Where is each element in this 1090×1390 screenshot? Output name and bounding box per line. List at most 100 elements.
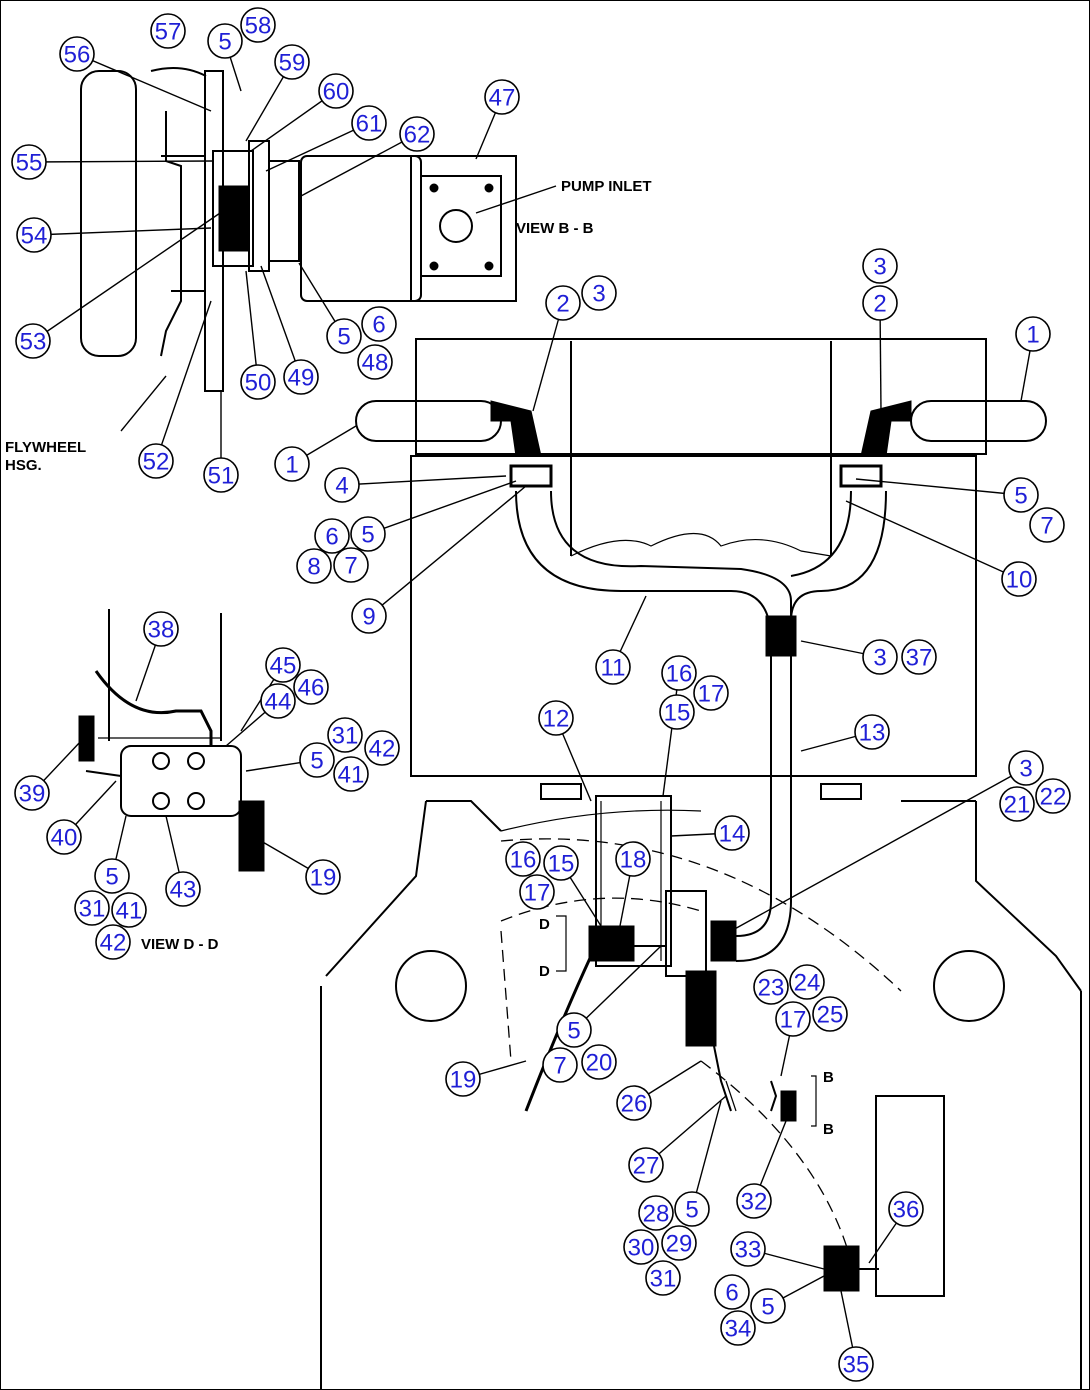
callout-circle [484,79,520,115]
leader-line [879,302,882,412]
leader-line [845,500,1020,580]
side-bracket [823,1095,945,1297]
callout-number: 36 [893,1197,920,1224]
callout-circle [94,858,130,894]
callout-number: 62 [404,122,431,149]
callout-number: 13 [859,720,886,747]
callout-circle [538,700,574,736]
leader-line [28,160,214,163]
callout-15: 15 [543,845,579,881]
breather-tubes [355,400,1047,488]
callout-circle [661,655,697,691]
callout-25: 25 [812,996,848,1032]
callout-14: 14 [714,815,750,851]
callout-number: 60 [323,79,350,106]
callout-number: 47 [489,85,516,112]
callout-4: 4 [324,467,360,503]
callout-41: 41 [111,892,147,928]
callout-number: 49 [288,365,315,392]
pump-coupling [150,66,300,272]
callout-number: 39 [19,781,46,808]
callout-circle [862,248,898,284]
callout-circle [862,285,898,321]
callout-number: 42 [100,930,127,957]
callout-number: 56 [64,42,91,69]
callout-number: 5 [685,1197,698,1224]
callout-circle [364,730,400,766]
section-d-label-top: D [539,916,550,933]
callout-33: 33 [730,1231,766,1267]
callout-53: 53 [15,323,51,359]
callout-60: 60 [318,73,354,109]
callout-5: 5 [207,23,243,59]
leader-line [76,53,212,112]
hydraulic-pump [300,155,557,302]
callout-40: 40 [46,819,82,855]
leader-line [32,210,224,342]
callout-7: 7 [542,1047,578,1083]
callout-5: 5 [94,858,130,894]
callout-circle [789,964,825,1000]
callout-number: 35 [843,1352,870,1379]
callout-circle [838,1346,874,1382]
callout-number: 9 [362,604,375,631]
callout-30: 30 [623,1229,659,1265]
callout-number: 31 [79,896,106,923]
callout-circle [327,717,363,753]
callout-17: 17 [775,1001,811,1037]
callout-circle [1035,778,1071,814]
callout-circle [638,1195,674,1231]
callout-31: 31 [645,1260,681,1296]
view-dd-label: VIEW D - D [141,936,219,953]
callout-circle [333,756,369,792]
callout-number: 11 [601,655,626,682]
callout-circle [357,344,393,380]
callout-10: 10 [1001,561,1037,597]
callout-circle [314,518,350,554]
callout-42: 42 [95,924,131,960]
callout-circle [581,275,617,311]
callout-circle [775,1001,811,1037]
callout-circle [661,1225,697,1261]
callout-9: 9 [351,598,387,634]
callout-42: 42 [364,730,400,766]
callout-number: 10 [1006,567,1033,594]
callout-circle [305,859,341,895]
callout-18: 18 [615,841,651,877]
callout-22: 22 [1035,778,1071,814]
callout-number: 6 [325,524,338,551]
callout-17: 17 [693,675,729,711]
callout-16: 16 [661,655,697,691]
flywheel-label: FLYWHEEL [5,439,86,456]
callout-circle [240,364,276,400]
callout-number: 15 [664,700,691,727]
callout-41: 41 [333,756,369,792]
callout-5: 5 [674,1191,710,1227]
callout-circle [350,516,386,552]
callout-number: 6 [725,1280,738,1307]
hydraulic-tank [410,338,987,777]
callout-19: 19 [305,859,341,895]
callout-45: 45 [265,647,301,683]
callout-circle [351,105,387,141]
callout-38: 38 [143,611,179,647]
callout-number: 3 [873,254,886,281]
callout-circle [543,845,579,881]
leader-line [341,475,507,486]
callout-5: 5 [1003,477,1039,513]
leader-lines [28,40,1034,1365]
callout-number: 38 [148,617,175,644]
callout-circle [545,285,581,321]
callout-13: 13 [854,714,890,750]
callout-number: 3 [592,281,605,308]
callout-5: 5 [750,1288,786,1324]
callout-circle [674,1191,710,1227]
callout-29: 29 [661,1225,697,1261]
leader-line [245,270,259,383]
callout-circle [16,217,52,253]
callout-circle [111,892,147,928]
callout-50: 50 [240,364,276,400]
callout-number: 43 [170,877,197,904]
callout-number: 42 [369,736,396,763]
